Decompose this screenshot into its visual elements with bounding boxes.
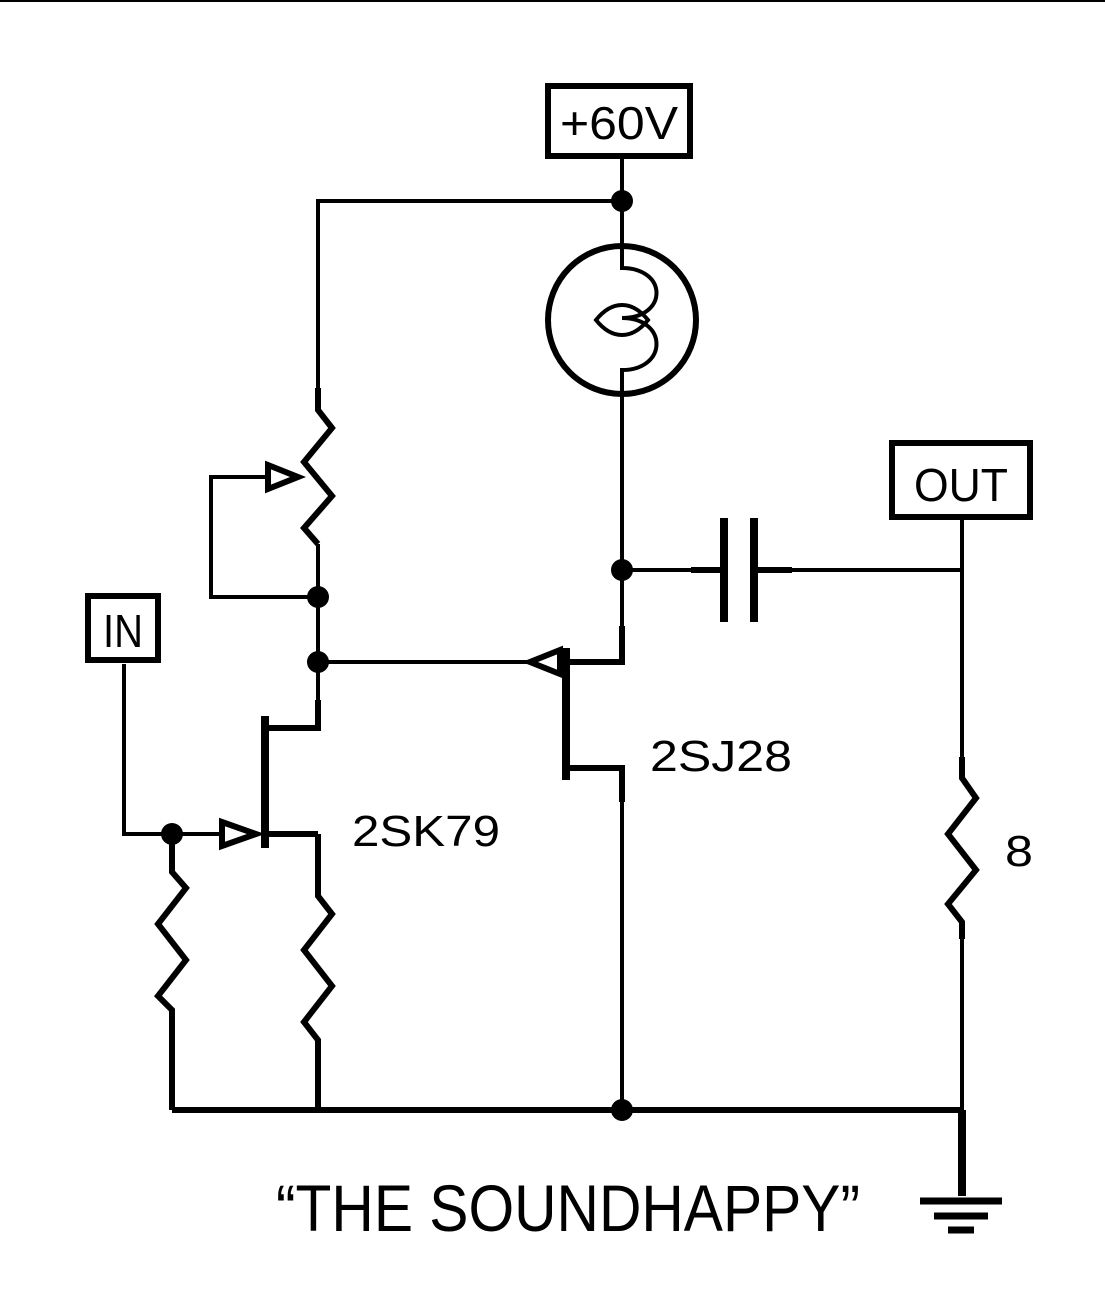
bias-potentiometer (265, 388, 336, 546)
ground-icon (920, 1197, 1002, 1234)
q2-label: 2SJ28 (650, 732, 792, 781)
wire-in-to-gate-q1 (122, 664, 222, 836)
wires (122, 158, 966, 1196)
junction-dots (161, 190, 633, 1121)
lamp-symbol (545, 243, 699, 397)
wire-pot-wiper-loop (209, 475, 318, 599)
source-resistor (300, 834, 336, 1110)
load-resistor (944, 757, 980, 939)
q1-label: 2SK79 (352, 807, 500, 856)
output-box (889, 440, 1033, 520)
supply-box (545, 83, 693, 159)
wire-pot-to-supply (316, 199, 622, 388)
input-box (85, 593, 161, 663)
output-label: OUT (914, 459, 1008, 511)
gate-resistor (154, 834, 190, 1110)
transistor-q1 (219, 700, 321, 851)
output-capacitor (691, 518, 792, 622)
supply-label: +60V (560, 97, 678, 149)
transistor-q2 (521, 626, 625, 802)
input-label: IN (103, 605, 143, 657)
load-resistor-label: 8 (1005, 827, 1033, 876)
circuit-title: “THE SOUNDHAPPY” (276, 1171, 860, 1245)
